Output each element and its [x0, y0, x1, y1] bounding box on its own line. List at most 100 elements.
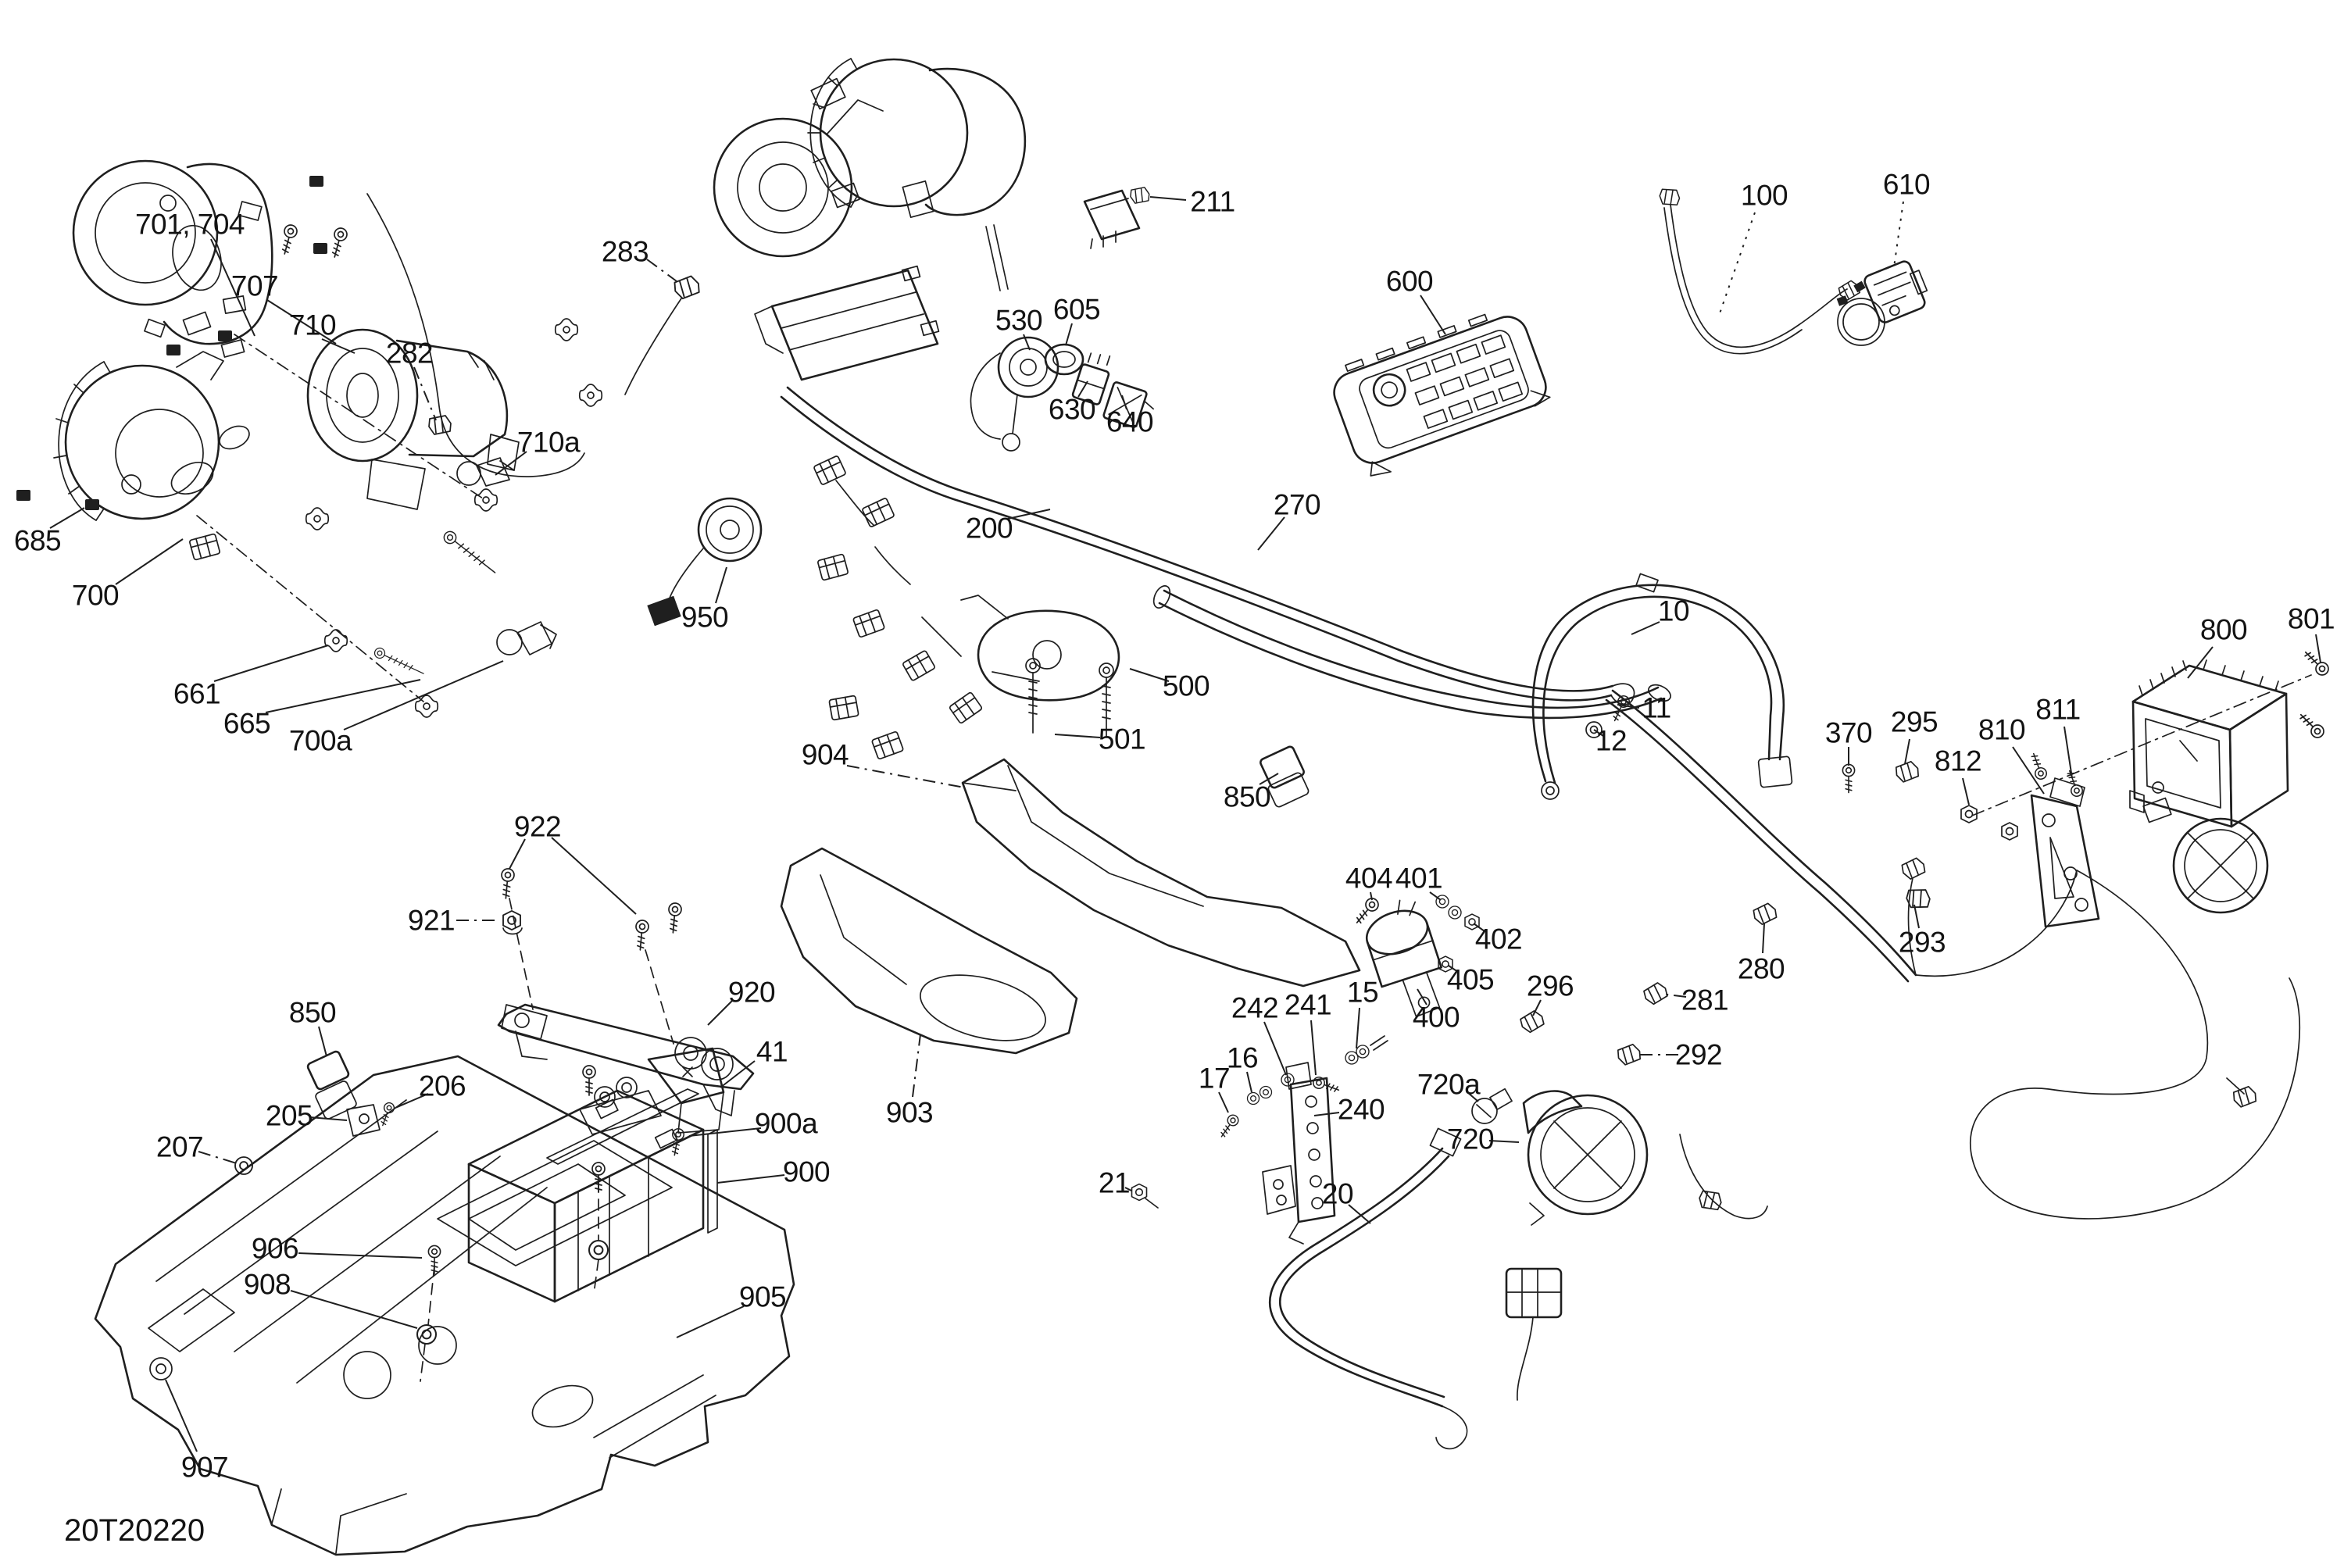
- clamp-205-206-207-part: [346, 1104, 381, 1137]
- callout-405: 405: [1447, 964, 1495, 996]
- bracket-240-part: [1311, 1197, 1324, 1209]
- callout-922: 922: [509, 811, 637, 915]
- harness-right-side-part: [1695, 1187, 1725, 1214]
- ground-cable-20-part: [1268, 1147, 1444, 1408]
- fuse-panel-600-part-part: [1406, 336, 1427, 350]
- leader-line-241: [1310, 1020, 1317, 1076]
- callout-20: 20: [1322, 1178, 1371, 1224]
- fog-lamp-720-part: [1522, 1090, 1583, 1134]
- battery-holddown-part: [582, 1065, 596, 1096]
- part-number-700a: 700a: [289, 725, 352, 757]
- leader-line-270: [1257, 516, 1285, 551]
- connector-640-part: [1102, 381, 1148, 428]
- part-number-16: 16: [1227, 1042, 1258, 1074]
- fuse-panel-600-part-part: [1456, 343, 1481, 364]
- callout-41: 41: [720, 1036, 788, 1088]
- part-number-282: 282: [386, 338, 433, 370]
- part-number-701-704: 701, 704: [135, 209, 245, 241]
- leader-line-707: [266, 299, 337, 345]
- battery-900-part: [577, 1129, 718, 1291]
- part-number-906: 906: [252, 1233, 298, 1265]
- part-number-905: 905: [739, 1281, 786, 1313]
- headlamp-unit-700-part: [121, 474, 141, 495]
- handlebar-switch-500-part: [977, 609, 1120, 702]
- harness-branch-connectors-part: [828, 695, 859, 721]
- bracket-fasteners-921-922-part: [502, 909, 521, 931]
- leader-line-801: [2315, 634, 2321, 663]
- leader-line-500: [1129, 668, 1170, 682]
- leader-line-811: [2064, 726, 2073, 779]
- bulb-710a-part: [476, 457, 510, 487]
- callout-501: 501: [1054, 723, 1146, 755]
- part-number-292: 292: [1675, 1039, 1722, 1071]
- part-number-211: 211: [1190, 186, 1235, 218]
- callout-530: 530: [995, 305, 1043, 351]
- headlamp-fasteners-left-part: [218, 330, 232, 341]
- callout-640: 640: [1106, 395, 1154, 438]
- floor-pan-905-part: [531, 1384, 594, 1428]
- solenoid-fasteners-part: [1448, 905, 1462, 920]
- bracket-240-fasteners-part: [1370, 1035, 1388, 1051]
- side-panel-903-part: [920, 974, 1046, 1041]
- harness-right-side-part: [1915, 870, 2078, 977]
- bracket-240-part: [1310, 1175, 1322, 1188]
- callout-16: 16: [1227, 1042, 1259, 1093]
- part-number-280: 280: [1738, 953, 1785, 985]
- part-number-404: 404: [1345, 863, 1392, 895]
- floor-pan-905-part: [148, 1288, 716, 1554]
- deflector-panel-904-part: [961, 758, 1361, 988]
- fuse-panel-600-part-part: [1406, 362, 1431, 382]
- clip-295: [1894, 759, 1921, 784]
- callout-810: 810: [1978, 714, 2045, 795]
- headlamp-fasteners-left-part: [220, 339, 245, 358]
- bracket-810-part: [2030, 794, 2100, 928]
- clip-281: [1641, 980, 1670, 1007]
- headlamp-unit-700: [53, 351, 250, 561]
- hose-270-part: [1648, 684, 1671, 702]
- part-number-720: 720: [1447, 1123, 1494, 1155]
- callout-10: 10: [1631, 595, 1690, 635]
- wiring-100-part: [1842, 303, 1880, 341]
- harness-right-side-part: [2231, 1084, 2258, 1109]
- headlamp-fasteners-left-part: [441, 528, 500, 578]
- harness-trunk-200: [780, 386, 1635, 705]
- wiring-100-part: [1663, 207, 1803, 355]
- bracket-240: [1262, 1062, 1336, 1245]
- ecm-module-800-part: [2131, 664, 2288, 731]
- leader-line-16: [1246, 1071, 1252, 1093]
- headlamp-unit-701-704-part: [172, 224, 222, 291]
- leader-line-283: [646, 259, 677, 282]
- callout-282: 282: [386, 338, 437, 421]
- wiring-100-part: [1657, 185, 1682, 209]
- headlamp-unit-701-704-part: [95, 182, 196, 284]
- callout-720a: 720a: [1417, 1069, 1481, 1102]
- solenoid-fasteners: [1351, 895, 1480, 973]
- leader-line-812: [1962, 777, 1970, 805]
- leader-line-296: [1532, 999, 1542, 1016]
- connector-630: [1071, 352, 1111, 405]
- headlamp-unit-top-center-left-part: [831, 182, 860, 209]
- ecm-module-800: [1971, 647, 2332, 828]
- headlamp-fasteners-left-part: [554, 318, 579, 341]
- headlamp-unit-701-704-part: [144, 318, 166, 338]
- bracket-240-part: [1308, 1148, 1320, 1161]
- headlamp-fasteners-left-part: [196, 515, 424, 702]
- headlamp-unit-top-center-left-part: [759, 163, 807, 212]
- headlamp-unit-700-part: [115, 409, 204, 498]
- callout-800: 800: [2187, 614, 2248, 679]
- headlamp-fasteners-left-part: [234, 334, 484, 499]
- fuse-panel-600-part: [1372, 373, 1406, 407]
- leader-line-293: [1913, 904, 1920, 929]
- battery-900-part: [595, 1098, 619, 1120]
- headlamp-fasteners-left-part: [313, 243, 327, 254]
- leader-line-701-704: [210, 238, 255, 337]
- headlamp-unit-700-part: [170, 461, 214, 495]
- callouts-layer: 701, 704707710282283710a685700661665700a…: [14, 169, 2335, 1484]
- ring-605: [1044, 343, 1084, 376]
- leader-line-20: [1348, 1204, 1371, 1224]
- socket-950-part: [720, 520, 740, 540]
- bracket-240-fasteners-part: [1259, 1085, 1273, 1099]
- battery-900-part: [654, 1128, 678, 1149]
- fuse-panel-600-part-part: [1431, 352, 1456, 373]
- leader-line-100: [1718, 212, 1756, 316]
